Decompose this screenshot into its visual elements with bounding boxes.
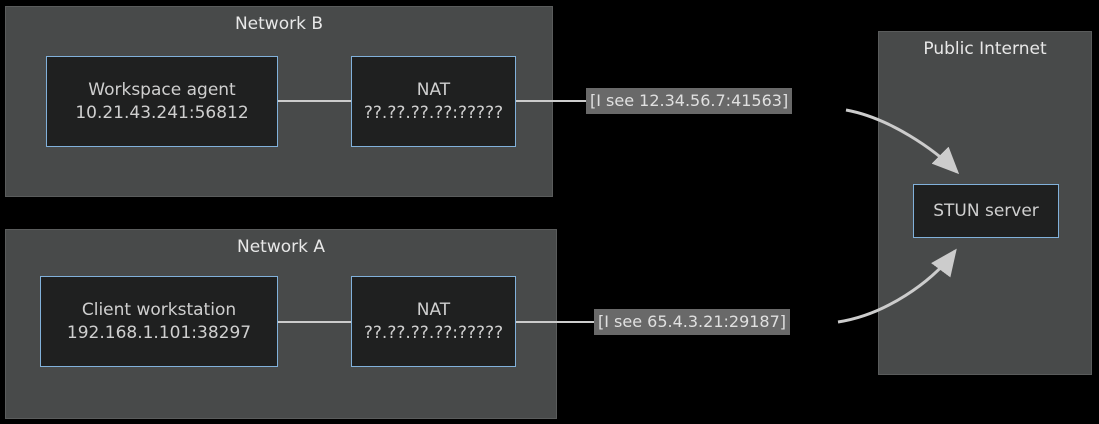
cluster-title-public-internet: Public Internet [923, 39, 1047, 59]
cluster-title-network-b: Network B [234, 14, 324, 34]
node-stun-server-label: STUN server [933, 200, 1039, 221]
node-workspace-agent-line2: 10.21.43.241:56812 [75, 102, 249, 123]
edge-nat-a-to-label [516, 321, 594, 323]
node-nat-a-line2: ??.??.??.??:????? [363, 322, 504, 343]
node-stun-server[interactable]: STUN server [913, 184, 1059, 238]
edge-label-network-b: [I see 12.34.56.7:41563] [586, 88, 793, 114]
cluster-title-network-a: Network A [236, 237, 325, 257]
edge-workspace-to-nat-b [278, 100, 351, 102]
node-client-workstation-line1: Client workstation [81, 299, 237, 320]
edge-nat-b-to-label [516, 100, 587, 102]
node-client-workstation[interactable]: Client workstation 192.168.1.101:38297 [40, 276, 278, 367]
node-workspace-agent-line1: Workspace agent [88, 79, 236, 100]
edge-client-to-nat-a [278, 321, 351, 323]
node-client-workstation-line2: 192.168.1.101:38297 [66, 322, 252, 343]
node-nat-b-line1: NAT [416, 79, 451, 100]
node-workspace-agent[interactable]: Workspace agent 10.21.43.241:56812 [46, 56, 278, 147]
node-nat-a-line1: NAT [416, 299, 451, 320]
node-nat-b-line2: ??.??.??.??:????? [363, 102, 504, 123]
node-nat-b[interactable]: NAT ??.??.??.??:????? [351, 56, 516, 147]
node-nat-a[interactable]: NAT ??.??.??.??:????? [351, 276, 516, 367]
edge-label-network-a: [I see 65.4.3.21:29187] [594, 309, 791, 335]
